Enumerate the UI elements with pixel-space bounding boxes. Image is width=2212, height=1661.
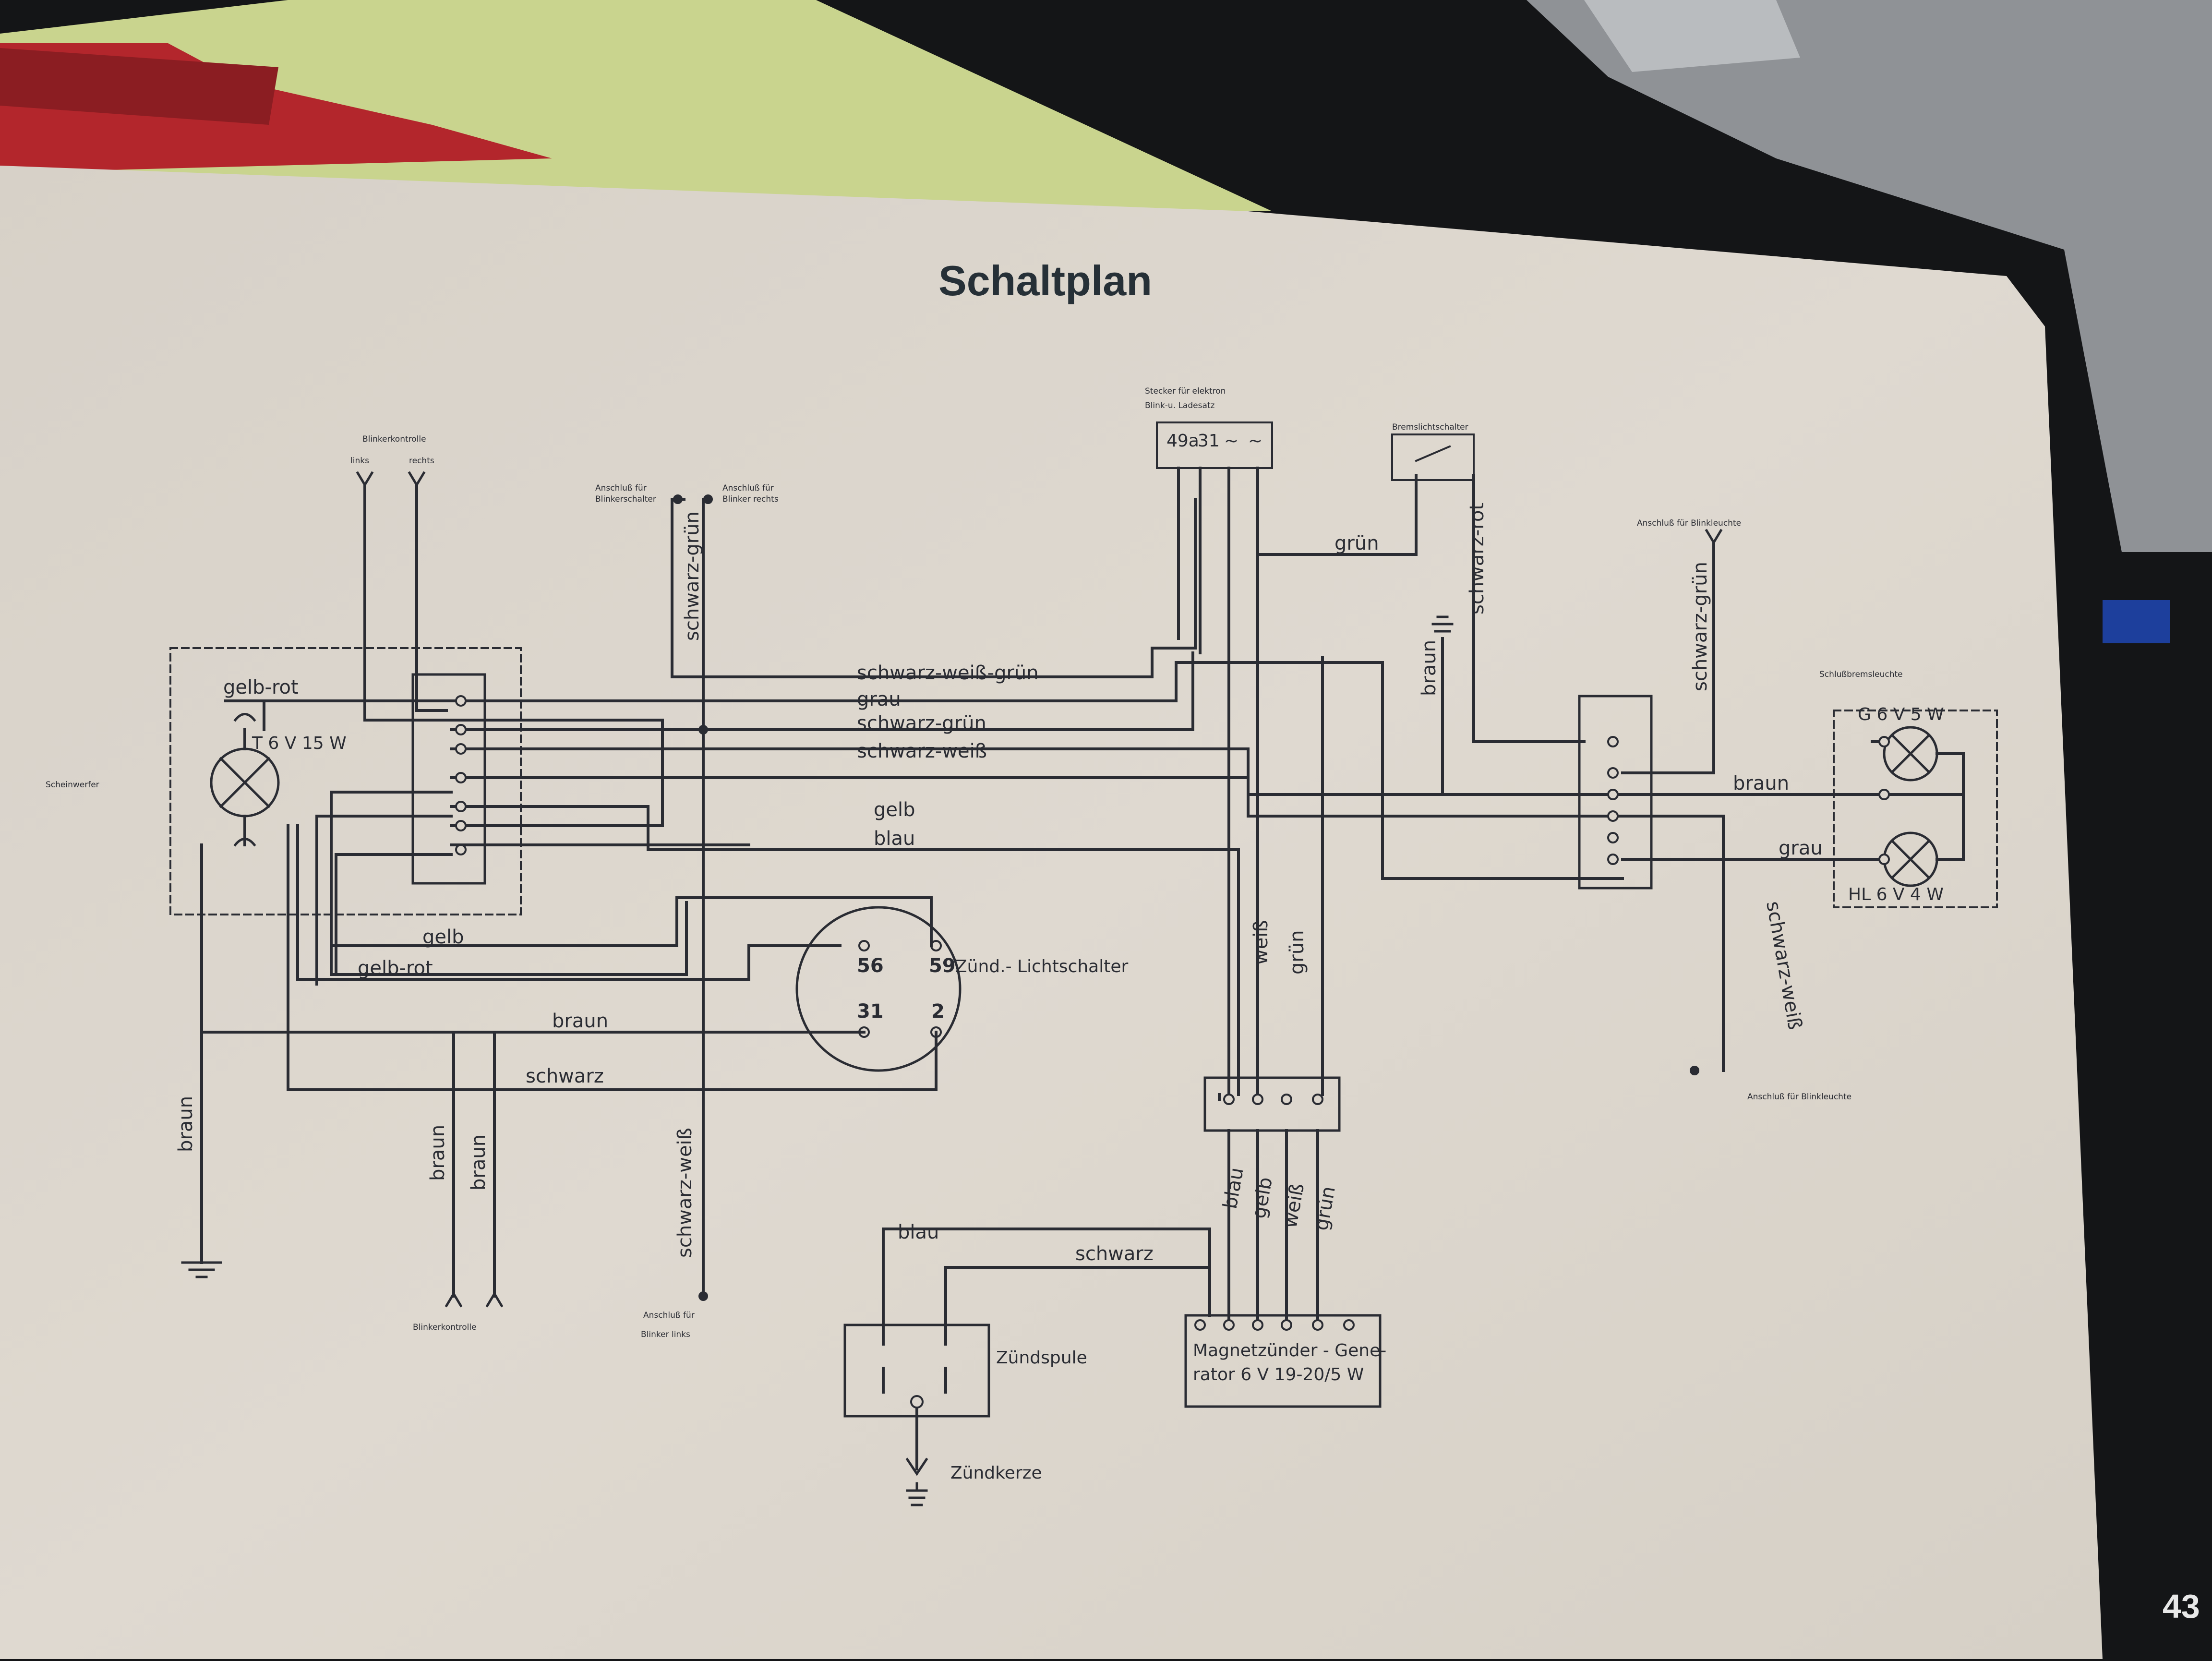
connector-box — [1156, 421, 1273, 469]
wire-schwarz-gruen: schwarz-grün — [857, 712, 986, 734]
wire-gruen-stecker: grün — [1334, 532, 1379, 554]
wire-schwarz-switch: schwarz — [526, 1065, 604, 1087]
wire-braun-blinkerkontrolle-1: braun — [427, 1125, 449, 1181]
ignition-switch-outline — [795, 906, 962, 1072]
wire-schwarz-rot: schwarz-rot — [1466, 503, 1488, 614]
label-headlight-lamp: T 6 V 15 W — [252, 734, 347, 753]
wire-weiss-vertical: weiß — [1250, 920, 1272, 965]
switch-pin-2: 2 — [931, 1000, 945, 1023]
headlight-box — [169, 647, 522, 915]
label-anschluss-blinkerschalter-1: Anschluß für — [595, 483, 647, 493]
label-anschluss-blinker-links-1: Anschluß für — [643, 1311, 695, 1320]
label-anschluss-blinker-rechts-2: Blinker rechts — [722, 494, 779, 504]
paper-sheet — [0, 166, 2103, 1659]
wire-blau: blau — [874, 828, 915, 850]
switch-pin-59: 59 — [929, 955, 956, 977]
wire-gruen-vertical: grün — [1286, 930, 1308, 975]
stecker-pin-31: 31 — [1198, 431, 1220, 451]
label-magnet-2: rator 6 V 19-20/5 W — [1193, 1365, 1364, 1384]
switch-pin-31: 31 — [857, 1000, 884, 1023]
label-scheinwerfer: Scheinwerfer — [46, 780, 99, 790]
label-rechts: rechts — [409, 456, 434, 466]
wire-grau-right: grau — [1779, 837, 1823, 859]
wire-grau: grau — [857, 688, 901, 710]
wire-schwarz-weiss: schwarz-weiß — [857, 740, 987, 762]
brake-light-switch-box — [1391, 433, 1475, 481]
component-labels: Blinkerkontrolle links rechts Anschluß f… — [46, 386, 1944, 1483]
wire-schwarz-weiss-vertical: schwarz-weiß — [674, 1128, 696, 1258]
page-number: 43 — [2163, 1588, 2200, 1625]
label-anschluss-blinker-links-2: Blinker links — [641, 1330, 690, 1339]
wire-braun-ground: braun — [1418, 640, 1440, 696]
label-lamp-hl: HL 6 V 4 W — [1848, 885, 1944, 904]
page-title: Schaltplan — [938, 257, 1152, 304]
wire-gelb-switch: gelb — [422, 926, 464, 948]
label-zuendkerze: Zündkerze — [950, 1463, 1042, 1483]
label-zuend-lichtschalter: Zünd.- Lichtschalter — [955, 957, 1128, 976]
label-stecker-1: Stecker für elektron — [1145, 386, 1226, 396]
wire-braun-switch: braun — [552, 1010, 608, 1032]
lower-terminal-block — [1203, 1076, 1341, 1132]
wire-schwarz-weiss-gruen: schwarz-weiß-grün — [857, 662, 1039, 684]
label-anschluss-blinkleuchte-top: Anschluß für Blinkleuchte — [1637, 518, 1741, 528]
stecker-pin-ac1: ~ — [1224, 431, 1238, 451]
magneto-box — [1184, 1314, 1382, 1408]
wire-schwarz-gruen-vertical: schwarz-grün — [681, 511, 703, 641]
label-magnet-1: Magnetzünder - Gene- — [1193, 1341, 1386, 1360]
label-zuendspule: Zündspule — [996, 1348, 1087, 1368]
label-blinkerkontrolle-top: Blinkerkontrolle — [362, 434, 426, 444]
switch-pin-56: 56 — [857, 955, 884, 977]
terminal-dots — [455, 695, 1890, 1331]
label-bremslichtschalter: Bremslichtschalter — [1392, 422, 1468, 432]
wire-schwarz-gruen-right: schwarz-grün — [1689, 562, 1711, 691]
label-anschluss-blinkleuchte-bottom: Anschluß für Blinkleuchte — [1747, 1092, 1851, 1102]
wire-gelb-rot-switch: gelb-rot — [358, 957, 433, 979]
label-lamp-g: G 6 V 5 W — [1858, 705, 1944, 724]
wire-schwarz-spule: schwarz — [1075, 1243, 1154, 1265]
schematic — [169, 421, 1998, 1506]
wire-gelb-rot-top: gelb-rot — [223, 676, 299, 698]
wire-braun-right: braun — [1733, 772, 1789, 794]
stecker-pin-49a: 49a — [1166, 431, 1199, 451]
wire-blau-spule: blau — [898, 1221, 939, 1243]
label-links: links — [350, 456, 369, 466]
wire-gelb: gelb — [874, 799, 915, 821]
stecker-pin-ac2: ~ — [1248, 431, 1262, 451]
label-anschluss-blinker-rechts-1: Anschluß für — [722, 483, 774, 493]
label-blinkerkontrolle-bottom: Blinkerkontrolle — [413, 1323, 477, 1332]
tail-light-box — [1833, 710, 1998, 908]
rear-terminal-block — [1578, 695, 1653, 890]
wire-braun-left: braun — [175, 1096, 197, 1152]
label-anschluss-blinkerschalter-2: Blinkerschalter — [595, 494, 656, 504]
wire-labels: gelb-rot schwarz-grün schwarz-weiß-grün … — [175, 503, 1823, 1265]
wire-braun-blinkerkontrolle-2: braun — [468, 1134, 490, 1191]
label-stecker-2: Blink-u. Ladesatz — [1145, 401, 1215, 410]
label-schlussbremsleuchte: Schlußbremsleuchte — [1819, 670, 1903, 679]
